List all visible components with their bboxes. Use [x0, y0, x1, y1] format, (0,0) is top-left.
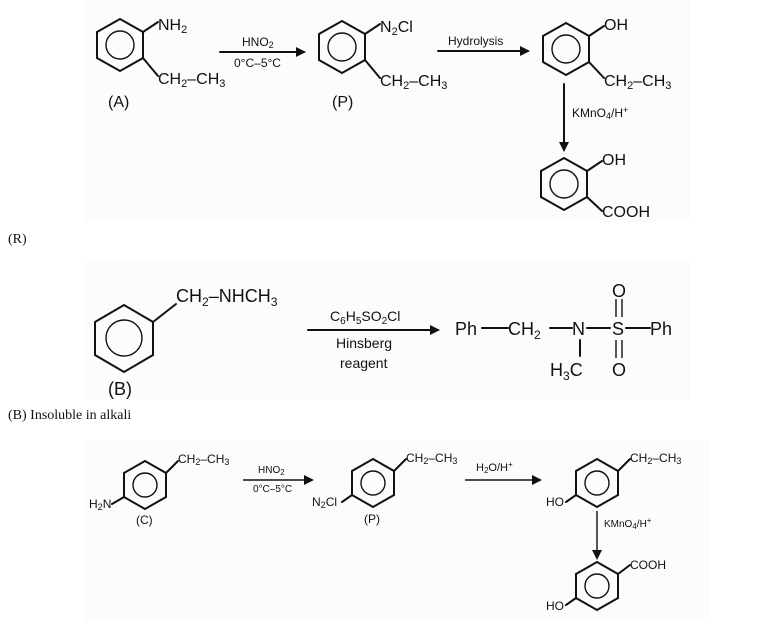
arrow-kmno4-1: KMnO4/H+ — [559, 83, 628, 152]
reagent-c6h5so2cl: C6H5SO2Cl — [330, 308, 400, 327]
compound-b: CH2–NHCH3 (B) — [94, 286, 278, 399]
reagent-hydrolysis: Hydrolysis — [448, 34, 503, 48]
ch2-group: CH2 — [508, 319, 541, 342]
compound-p-1: N2Cl CH2–CH3 (P) — [318, 19, 447, 111]
oxygen-top: O — [612, 281, 626, 301]
compound-phenol-3: CH2–CH3 HO — [546, 451, 681, 509]
label-p3: (P) — [364, 512, 380, 526]
oxygen-bottom: O — [612, 360, 626, 380]
compound-c: CH2–CH3 H2N (C) — [89, 452, 229, 527]
methyl-group: H3C — [550, 360, 583, 383]
reagent-h2o: H2O/H+ — [476, 460, 513, 475]
reagent-label: reagent — [340, 355, 388, 371]
ho-group-2: HO — [546, 599, 564, 613]
compound-a: NH2 CH2–CH3 (A) — [96, 17, 225, 111]
arrow-hydrolysis: Hydrolysis — [437, 34, 530, 56]
cooh-group-1: COOH — [602, 204, 650, 221]
oh-group-1: OH — [604, 17, 628, 34]
ch2nhch3-group: CH2–NHCH3 — [176, 286, 278, 309]
ph-left: Ph — [455, 319, 477, 339]
arrow-kmno4-3: KMnO4/H+ — [592, 511, 652, 560]
aromatic-circle-a — [105, 30, 135, 60]
condition-temp-3: 0°C–5°C — [253, 484, 292, 495]
ho-group-1: HO — [546, 495, 564, 509]
ethyl-group-p3: CH2–CH3 — [406, 451, 457, 466]
compound-phenol-1: OH CH2–CH3 — [542, 17, 671, 92]
caption-r: (R) — [8, 232, 27, 247]
arrow-hinsberg: C6H5SO2Cl Hinsberg reagent — [307, 308, 440, 371]
compound-salicylic-acid: OH COOH — [540, 152, 650, 221]
reagent-hno2-3: HNO2 — [258, 465, 285, 477]
compound-p-3: CH2–CH3 N2Cl (P) — [312, 451, 457, 526]
oh-group-2: OH — [602, 152, 626, 169]
label-p1: (P) — [332, 94, 353, 111]
nh2-group: NH2 — [158, 17, 187, 36]
reagent-kmno4-1: KMnO4/H+ — [572, 105, 628, 121]
compound-hydroxybenzoic-acid: COOH HO — [546, 558, 666, 613]
h2n-group: H2N — [89, 497, 111, 512]
ethyl-group-p1: CH2–CH3 — [380, 73, 447, 92]
label-b: (B) — [108, 379, 132, 399]
hinsberg-label: Hinsberg — [336, 335, 392, 351]
ethyl-group-phenol-1: CH2–CH3 — [604, 73, 671, 92]
arrow-hno2-1: HNO2 0°C–5°C — [219, 35, 306, 70]
benzene-ring-p1 — [318, 19, 366, 75]
reagent-hno2: HNO2 — [242, 35, 274, 50]
reaction-panel-3 — [85, 440, 710, 622]
arrow-hno2-3: HNO2 0°C–5°C — [243, 465, 314, 495]
ph-right: Ph — [650, 319, 672, 339]
condition-temp: 0°C–5°C — [234, 56, 281, 70]
nitrogen-atom: N — [572, 319, 585, 339]
ethyl-group-phenol-3: CH2–CH3 — [630, 451, 681, 466]
cooh-group-3: COOH — [630, 558, 666, 572]
arrow-h2o: H2O/H+ — [465, 460, 542, 485]
ethyl-group-a: CH2–CH3 — [158, 71, 225, 90]
reagent-kmno4-3: KMnO4/H+ — [604, 516, 652, 531]
ethyl-group-c: CH2–CH3 — [178, 452, 229, 467]
n2cl-group: N2Cl — [380, 19, 413, 38]
compound-sulfonamide: Ph CH2 N S Ph O O H3C — [455, 281, 672, 383]
caption-b-insoluble: (B) Insoluble in alkali — [8, 408, 132, 423]
n2cl-group-3: N2Cl — [312, 495, 337, 510]
benzene-ring-a — [96, 17, 144, 73]
label-a: (A) — [108, 94, 129, 111]
sulfur-atom: S — [612, 319, 624, 339]
label-c: (C) — [136, 513, 153, 527]
